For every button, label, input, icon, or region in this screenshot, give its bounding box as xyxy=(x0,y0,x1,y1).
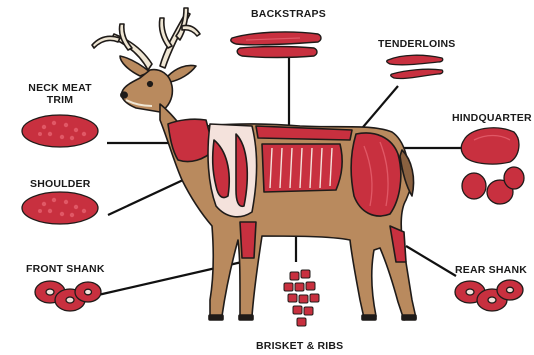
shoulder-ground-meat xyxy=(22,192,98,224)
label-brisket-ribs: BRISKET & RIBS xyxy=(256,340,343,352)
region-neck xyxy=(168,119,214,161)
backstraps-cuts xyxy=(231,32,321,58)
label-neck-meat-trim: NECK MEAT TRIM xyxy=(25,82,95,106)
ear-right xyxy=(168,65,196,82)
hindquarter-cuts xyxy=(461,128,524,204)
brisket-cubes xyxy=(284,270,319,326)
label-shoulder: SHOULDER xyxy=(30,178,91,190)
region-front-shank xyxy=(240,222,256,258)
label-rear-shank: REAR SHANK xyxy=(455,264,527,276)
deer-eye xyxy=(148,82,153,87)
tenderloins-cuts xyxy=(387,55,443,78)
label-neck-line2: TRIM xyxy=(25,94,95,106)
front-shank-cuts xyxy=(35,281,101,311)
region-hind xyxy=(351,133,401,216)
label-backstraps: BACKSTRAPS xyxy=(251,8,326,20)
label-tenderloins: TENDERLOINS xyxy=(378,38,455,50)
antlers xyxy=(92,8,200,70)
label-front-shank: FRONT SHANK xyxy=(26,263,105,275)
leader-rear-shank xyxy=(406,246,456,276)
deer-nose xyxy=(121,92,127,98)
label-neck-line1: NECK MEAT xyxy=(25,82,95,94)
rear-shank-cuts xyxy=(455,280,523,311)
neck-ground-meat xyxy=(22,115,98,147)
label-hindquarter: HINDQUARTER xyxy=(452,112,532,124)
hooves xyxy=(209,315,416,320)
